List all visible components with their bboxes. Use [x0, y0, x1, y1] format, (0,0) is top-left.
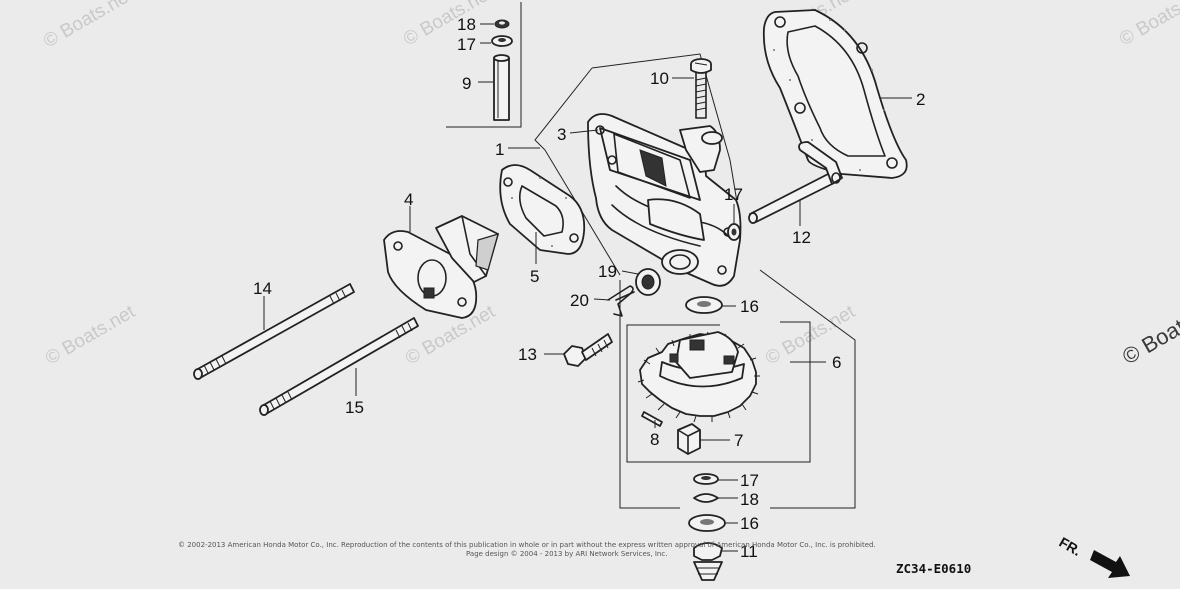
- callout-18: 18: [740, 490, 759, 509]
- callout-15: 15: [345, 398, 364, 417]
- part-9-pin: [491, 19, 513, 121]
- copyright-line-1: © 2002-2013 American Honda Motor Co., In…: [178, 541, 876, 549]
- callout-17: 17: [457, 35, 476, 54]
- copyright-notice: © 2002-2013 American Honda Motor Co., In…: [178, 541, 876, 558]
- callout-11: 11: [740, 542, 758, 561]
- callout-17: 17: [740, 471, 759, 490]
- callouts: 18 17 9 10 2 3 1 17 12 4 5 19 20 16 14 1…: [253, 15, 925, 561]
- callout-18: 18: [457, 15, 476, 34]
- callout-5: 5: [530, 267, 539, 286]
- part-15-stud: [259, 317, 419, 416]
- callout-9: 9: [462, 74, 471, 93]
- callout-13: 13: [518, 345, 537, 364]
- watermark: © Boats.net: [1118, 290, 1180, 369]
- callout-17: 17: [724, 185, 743, 204]
- bracket-part-6: [626, 321, 811, 463]
- part-12-lever: [748, 141, 843, 224]
- copyright-line-2: Page design © 2004 - 2013 by ARI Network…: [466, 550, 667, 558]
- callout-3: 3: [557, 125, 566, 144]
- watermark: © Boats.net: [762, 301, 859, 369]
- part-19-bushing: [635, 268, 661, 296]
- watermark: © Boats.net: [1116, 0, 1180, 50]
- front-direction-indicator: FR.: [1057, 534, 1130, 578]
- part-10-screw: [690, 58, 712, 119]
- reference-code: ZC34-E0610: [896, 561, 971, 576]
- part-8-pin: [641, 411, 663, 427]
- part-16-washer: [685, 296, 723, 314]
- callout-2: 2: [916, 90, 925, 109]
- leader-lines: [263, 23, 912, 552]
- part-17-washer-lower: [693, 473, 719, 485]
- part-2-gasket: [762, 9, 908, 179]
- callout-6: 6: [832, 353, 841, 372]
- part-13-bolt: [563, 333, 613, 367]
- part-18-clip-lower: [693, 493, 719, 503]
- callout-14: 14: [253, 279, 272, 298]
- watermark: © Boats.net: [42, 301, 139, 369]
- part-5-gasket: [499, 164, 586, 255]
- part-16-washer-lower: [688, 514, 726, 532]
- callout-19: 19: [598, 262, 617, 281]
- part-7-weight: [677, 423, 701, 455]
- part-11-plug: [693, 542, 723, 581]
- part-14-stud: [193, 283, 355, 380]
- part-6-gear: [637, 331, 760, 423]
- bracket-part-9: [446, 2, 522, 128]
- arrow-icon: [1090, 550, 1130, 578]
- fr-label: FR.: [1057, 534, 1085, 559]
- callout-10: 10: [650, 69, 669, 88]
- callout-12: 12: [792, 228, 811, 247]
- callout-16: 16: [740, 514, 759, 533]
- part-4-housing: [383, 215, 499, 319]
- part-17-washer: [727, 223, 741, 241]
- callout-20: 20: [570, 291, 589, 310]
- callout-8: 8: [650, 430, 659, 449]
- callout-16: 16: [740, 297, 759, 316]
- callout-7: 7: [734, 431, 743, 450]
- part-3-cover: [587, 113, 742, 287]
- watermark: © Boats.net: [40, 0, 137, 52]
- callout-4: 4: [404, 190, 413, 209]
- callout-1: 1: [495, 140, 504, 159]
- part-20-clip: [607, 285, 635, 317]
